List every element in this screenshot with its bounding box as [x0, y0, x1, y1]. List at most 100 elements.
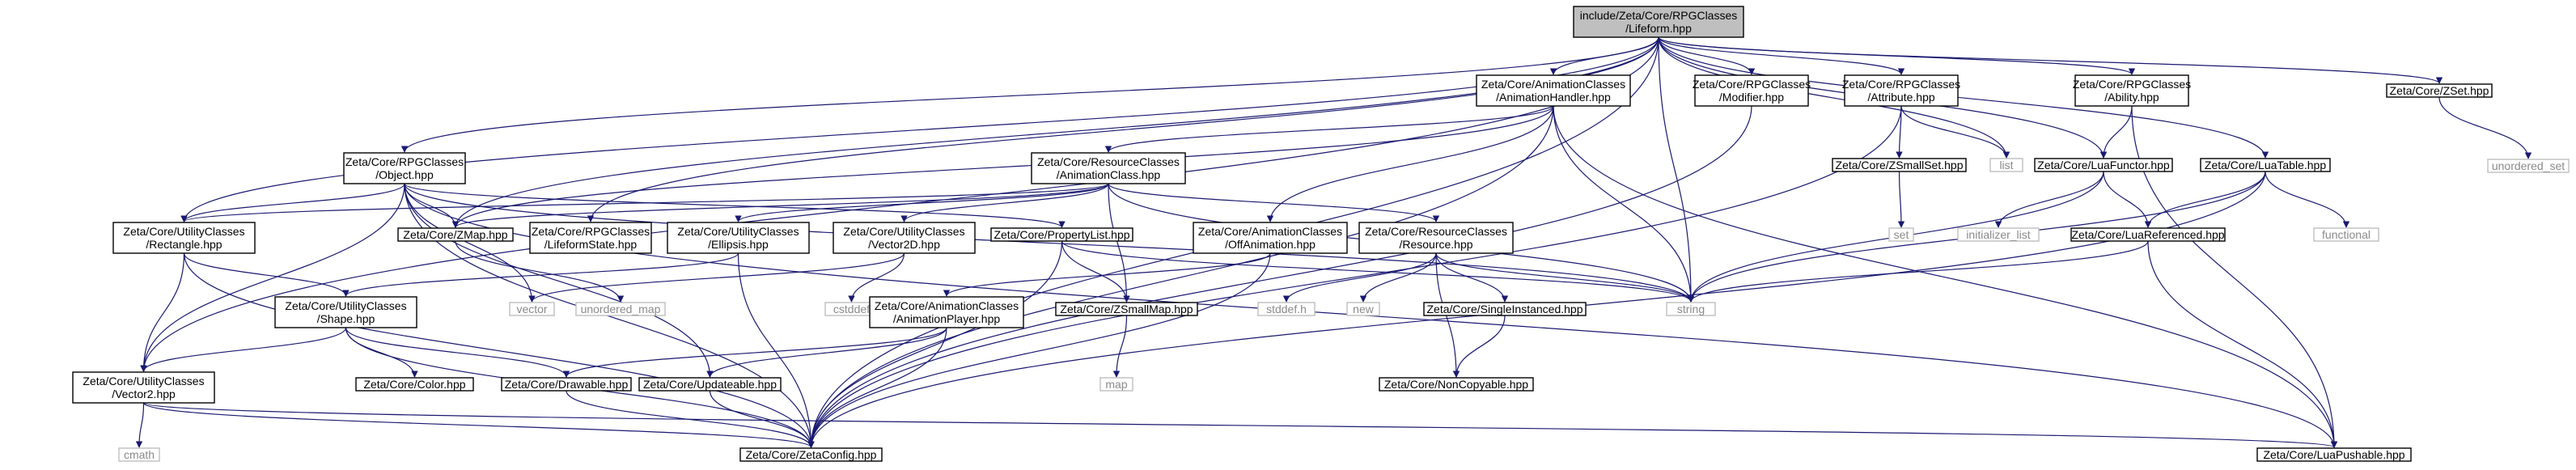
node-label: /AnimationPlayer.hpp	[893, 312, 1001, 325]
node-box	[739, 447, 883, 462]
node-label: Zeta/Core/ZSet.hpp	[2390, 84, 2489, 97]
node-label: /Ellipsis.hpp	[708, 238, 769, 251]
node-shape[interactable]: Zeta/Core/UtilityClasses/Shape.hpp	[274, 296, 417, 328]
node-animation-player[interactable]: Zeta/Core/AnimationClasses/AnimationPlay…	[869, 296, 1024, 328]
node-zmap[interactable]: Zeta/Core/ZMap.hpp	[397, 227, 514, 242]
node-label: Zeta/Core/RPGClasses	[2073, 78, 2191, 91]
node-unordered-set: unordered_set	[2487, 159, 2570, 173]
node-vector: vector	[509, 302, 555, 316]
node-object[interactable]: Zeta/Core/RPGClasses/Object.hpp	[343, 152, 466, 184]
node-lua-table[interactable]: Zeta/Core/LuaTable.hpp	[2200, 158, 2331, 172]
node-cmath: cmath	[118, 447, 160, 462]
node-lua-referenced[interactable]: Zeta/Core/LuaReferenced.hpp	[2070, 227, 2226, 242]
node-zsmallset[interactable]: Zeta/Core/ZSmallSet.hpp	[1832, 158, 1967, 172]
node-label: /AnimationHandler.hpp	[1496, 91, 1611, 104]
node-box	[355, 377, 474, 392]
node-string: string	[1666, 302, 1716, 316]
node-lifeform-state[interactable]: Zeta/Core/RPGClasses/LifeformState.hpp	[529, 222, 652, 254]
node-box	[1888, 227, 1914, 242]
node-box	[1989, 158, 2023, 172]
node-label: /Resource.hpp	[1399, 238, 1472, 251]
edge-lifeform-to-zset	[1658, 36, 2443, 84]
edge-ability-to-lua_pushable	[2131, 105, 2338, 448]
node-off-animation[interactable]: Zeta/Core/AnimationClasses/OffAnimation.…	[1193, 222, 1348, 254]
node-label: Zeta/Core/UtilityClasses	[285, 299, 406, 312]
node-label: /Vector2.hpp	[112, 387, 176, 400]
edge-lua_table-to-lua_referenced	[2144, 171, 2266, 228]
node-rectangle[interactable]: Zeta/Core/UtilityClasses/Rectangle.hpp	[112, 222, 256, 254]
node-label: Zeta/Core/AnimationClasses	[1481, 78, 1625, 91]
edge-animation_class-to-zmap	[452, 183, 1109, 228]
edge-zset-to-unordered_set	[2438, 96, 2532, 159]
edge-zmap-to-unordered_map	[455, 240, 625, 303]
edge-animation_handler-to-zeta_config	[807, 105, 1554, 448]
node-label: new	[1353, 303, 1375, 315]
edge-property_list-to-string	[1061, 240, 1695, 303]
node-label: /Ability.hpp	[2104, 91, 2159, 104]
edge-attribute-to-zeta_config	[807, 105, 1902, 448]
node-property-list[interactable]: Zeta/Core/PropertyList.hpp	[990, 227, 1133, 242]
node-box	[1193, 222, 1348, 254]
node-label: /Modifier.hpp	[1719, 91, 1784, 104]
edge-object-to-vector2	[140, 183, 405, 372]
node-animation-handler[interactable]: Zeta/Core/AnimationClasses/AnimationHand…	[1476, 74, 1631, 107]
node-resource[interactable]: Zeta/Core/ResourceClasses/Resource.hpp	[1358, 222, 1514, 254]
node-vector2[interactable]: Zeta/Core/UtilityClasses/Vector2.hpp	[72, 371, 215, 404]
node-ellipsis[interactable]: Zeta/Core/UtilityClasses/Ellipsis.hpp	[667, 222, 810, 254]
node-label: Zeta/Core/Drawable.hpp	[505, 378, 629, 391]
node-non-copyable[interactable]: Zeta/Core/NonCopyable.hpp	[1379, 377, 1534, 392]
edge-property_list-to-zeta_config	[807, 240, 1063, 448]
edge-updateable-to-zeta_config	[709, 390, 815, 448]
node-zeta-config[interactable]: Zeta/Core/ZetaConfig.hpp	[739, 447, 883, 462]
edge-animation_class-to-resource	[1108, 183, 1440, 222]
edge-lifeform-to-zmap	[451, 36, 1659, 228]
node-box	[667, 222, 810, 254]
edge-animation_handler-to-lua_pushable	[1553, 105, 2338, 448]
node-label: cmath	[124, 448, 155, 461]
node-unordered-map: unordered_map	[575, 302, 666, 316]
edge-lua_referenced-to-lua_pushable	[2147, 240, 2338, 448]
node-box	[2386, 83, 2493, 98]
node-box	[1694, 74, 1809, 107]
node-lifeform[interactable]: include/Zeta/Core/RPGClasses/Lifeform.hp…	[1573, 6, 1744, 38]
edge-resource-to-single_instanced	[1435, 252, 1509, 303]
edge-lua_table-to-functional	[2265, 171, 2350, 228]
node-label: Zeta/Core/LuaPushable.hpp	[2263, 448, 2404, 461]
node-label: Zeta/Core/ZMap.hpp	[403, 228, 507, 241]
node-color[interactable]: Zeta/Core/Color.hpp	[355, 377, 474, 392]
edge-property_list-to-zsmallmap	[1061, 240, 1130, 303]
node-initializer-list: initializer_list	[1957, 227, 2040, 242]
node-animation-class[interactable]: Zeta/Core/ResourceClasses/AnimationClass…	[1031, 152, 1186, 184]
edge-animation_handler-to-zmap	[451, 105, 1554, 228]
node-set: set	[1888, 227, 1914, 242]
node-lua-pushable[interactable]: Zeta/Core/LuaPushable.hpp	[2256, 447, 2412, 462]
node-modifier[interactable]: Zeta/Core/RPGClasses/Modifier.hpp	[1693, 74, 1811, 107]
node-ability[interactable]: Zeta/Core/RPGClasses/Ability.hpp	[2073, 74, 2191, 107]
edge-animation_handler-to-string	[1553, 105, 1695, 303]
node-updateable[interactable]: Zeta/Core/Updateable.hpp	[638, 377, 782, 392]
edge-object-to-vector	[404, 183, 536, 303]
edge-lua_referenced-to-string	[1687, 240, 2149, 303]
node-box	[1346, 302, 1380, 316]
node-drawable[interactable]: Zeta/Core/Drawable.hpp	[501, 377, 632, 392]
node-lua-functor[interactable]: Zeta/Core/LuaFunctor.hpp	[2034, 158, 2173, 172]
node-label: /LifeformState.hpp	[544, 238, 638, 251]
edge-animation_player-to-drawable	[562, 327, 947, 378]
edge-vector2-to-zeta_config	[142, 402, 815, 448]
edge-animation_class-to-ellipsis	[735, 183, 1109, 222]
node-zsmallmap[interactable]: Zeta/Core/ZSmallMap.hpp	[1055, 302, 1198, 316]
node-vector2d[interactable]: Zeta/Core/UtilityClasses/Vector2D.hpp	[833, 222, 976, 254]
node-label: Zeta/Core/Updateable.hpp	[643, 378, 777, 391]
edge-rectangle-to-shape	[183, 252, 350, 297]
edge-vector2-to-lua_pushable	[142, 402, 2337, 448]
node-label: Zeta/Core/UtilityClasses	[677, 225, 799, 238]
node-box	[1379, 377, 1534, 392]
node-attribute[interactable]: Zeta/Core/RPGClasses/Attribute.hpp	[1842, 74, 1960, 107]
edge-off_animation-to-animation_player	[943, 252, 1271, 297]
node-zset[interactable]: Zeta/Core/ZSet.hpp	[2386, 83, 2493, 98]
node-box	[2070, 227, 2226, 242]
node-single-instanced[interactable]: Zeta/Core/SingleInstanced.hpp	[1423, 302, 1587, 316]
edge-ability-to-lua_functor	[2099, 105, 2133, 159]
edge-animation_handler-to-animation_class	[1104, 105, 1554, 153]
node-label: Zeta/Core/ResourceClasses	[1365, 225, 1507, 238]
